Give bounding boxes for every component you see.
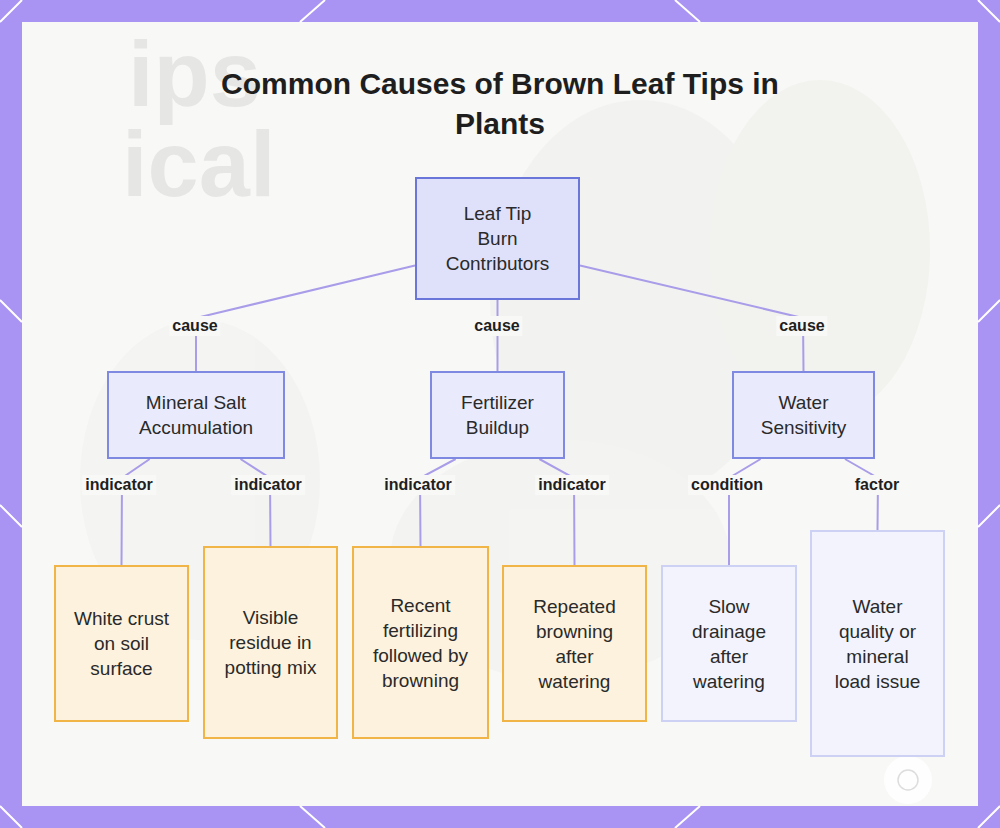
frame-line bbox=[0, 505, 22, 527]
box-text-group: Water quality or mineral load issue bbox=[828, 594, 928, 694]
process-box: Fertilizer Buildup bbox=[430, 371, 565, 459]
box-text-group: Fertilizer Buildup bbox=[443, 390, 553, 440]
canvas-area bbox=[22, 22, 978, 806]
box-label: Repeated browning after watering bbox=[520, 594, 630, 694]
box-text-group: White crust on soil surface bbox=[74, 606, 170, 681]
process-box: Leaf Tip Burn Contributors bbox=[415, 177, 580, 300]
process-box: White crust on soil surface bbox=[54, 565, 189, 722]
box-text-group: Repeated browning after watering bbox=[520, 594, 630, 694]
process-box: Water Sensitivity bbox=[732, 371, 875, 459]
frame-line bbox=[0, 300, 22, 322]
edge-label: indicator bbox=[82, 475, 156, 495]
edge-label: cause bbox=[169, 316, 220, 336]
edge-label: cause bbox=[471, 316, 522, 336]
connector-line bbox=[196, 266, 415, 371]
frame-line bbox=[675, 806, 700, 828]
frame-line bbox=[0, 0, 22, 22]
frame-line bbox=[978, 806, 1000, 828]
box-text-group: Recent fertilizing followed by browning bbox=[371, 593, 471, 693]
frame-line bbox=[978, 0, 1000, 22]
frame-line bbox=[300, 806, 325, 828]
process-box: Slow drainage after watering bbox=[661, 565, 797, 722]
edge-label: factor bbox=[852, 475, 902, 495]
logo-mark bbox=[898, 770, 918, 790]
frame-line bbox=[0, 806, 22, 828]
box-label: Water quality or mineral load issue bbox=[828, 594, 928, 694]
frame-line bbox=[978, 300, 1000, 322]
edge-label: cause bbox=[776, 316, 827, 336]
frame-line bbox=[978, 505, 1000, 527]
box-text-group: Mineral Salt Accumulation bbox=[116, 390, 276, 440]
box-text-group: Leaf Tip Burn Contributors bbox=[442, 201, 554, 276]
logo-mark bbox=[884, 756, 932, 804]
box-label: Water Sensitivity bbox=[744, 390, 864, 440]
connector-line bbox=[580, 266, 804, 371]
leaf-shape bbox=[710, 80, 930, 420]
box-text-group: Visible residue in potting mix bbox=[221, 605, 321, 680]
process-box: Repeated browning after watering bbox=[502, 565, 647, 722]
box-label: Recent fertilizing followed by browning bbox=[371, 593, 471, 693]
process-box: Recent fertilizing followed by browning bbox=[352, 546, 489, 739]
box-text-group: Water Sensitivity bbox=[744, 390, 864, 440]
edge-label: indicator bbox=[381, 475, 455, 495]
edge-label: indicator bbox=[231, 475, 305, 495]
connector-line bbox=[420, 459, 456, 546]
watermark-text: ical bbox=[122, 118, 275, 210]
box-label: Fertilizer Buildup bbox=[443, 390, 553, 440]
frame-line bbox=[300, 0, 325, 22]
box-label: Visible residue in potting mix bbox=[221, 605, 321, 680]
edge-label: condition bbox=[688, 475, 766, 495]
process-box: Visible residue in potting mix bbox=[203, 546, 338, 739]
diagram-title: Common Causes of Brown Leaf Tips in Plan… bbox=[190, 64, 810, 144]
connector-line bbox=[241, 459, 271, 546]
process-box: Mineral Salt Accumulation bbox=[107, 371, 285, 459]
box-label: Mineral Salt Accumulation bbox=[116, 390, 276, 440]
box-label: White crust on soil surface bbox=[74, 606, 170, 681]
box-label: Slow drainage after watering bbox=[679, 594, 779, 694]
box-text-group: Slow drainage after watering bbox=[679, 594, 779, 694]
frame-line bbox=[675, 0, 700, 22]
box-label: Leaf Tip Burn Contributors bbox=[442, 201, 554, 276]
edge-label: indicator bbox=[535, 475, 609, 495]
process-box: Water quality or mineral load issue bbox=[810, 530, 945, 757]
